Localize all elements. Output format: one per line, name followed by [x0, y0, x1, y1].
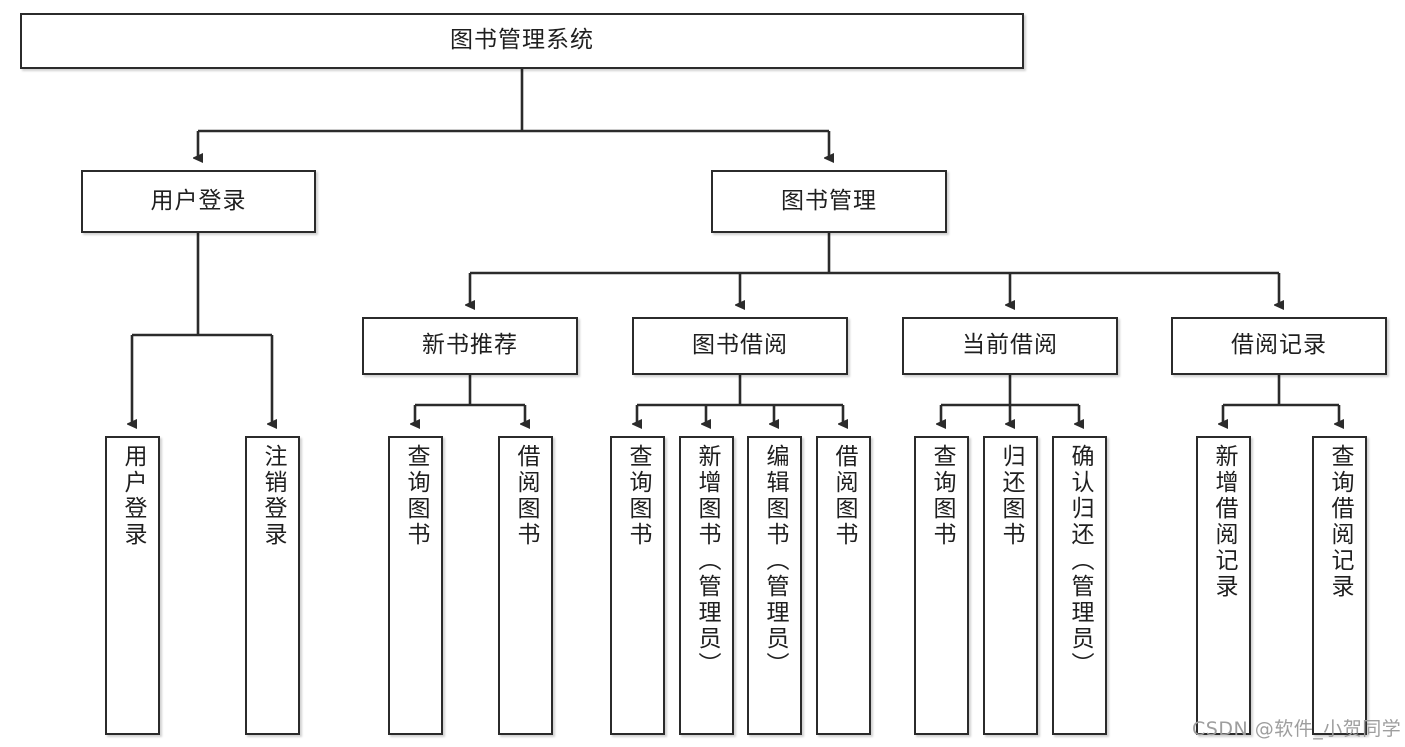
leaf-borrow-edit-book-admin[interactable]: 编辑图书（管理员） [747, 436, 802, 735]
leaf-current-confirm-return-admin[interactable]: 确认归还（管理员） [1052, 436, 1107, 735]
node-label: 借阅记录 [1231, 332, 1327, 359]
node-book-management[interactable]: 图书管理 [711, 170, 947, 233]
node-label: 查询图书 [929, 444, 955, 548]
node-label: 用户登录 [150, 187, 247, 214]
node-label: 新增图书（管理员） [694, 444, 720, 678]
node-label: 图书管理 [781, 187, 877, 214]
node-label: 用户登录 [120, 444, 146, 548]
node-label: 当前借阅 [962, 332, 1058, 359]
leaf-user-login-signin[interactable]: 用户登录 [105, 436, 160, 735]
node-label: 借阅图书 [831, 444, 857, 548]
leaf-record-query-record[interactable]: 查询借阅记录 [1312, 436, 1367, 735]
node-root-system[interactable]: 图书管理系统 [20, 13, 1024, 69]
leaf-user-login-signout[interactable]: 注销登录 [245, 436, 300, 735]
node-book-borrow[interactable]: 图书借阅 [632, 317, 848, 375]
leaf-borrow-query-book[interactable]: 查询图书 [610, 436, 665, 735]
node-label: 图书借阅 [692, 332, 788, 359]
node-label: 确认归还（管理员） [1067, 444, 1093, 678]
node-label: 借阅图书 [513, 444, 539, 548]
node-label: 查询图书 [403, 444, 429, 548]
leaf-borrow-borrow-book[interactable]: 借阅图书 [816, 436, 871, 735]
node-current-borrow[interactable]: 当前借阅 [902, 317, 1118, 375]
node-borrow-record[interactable]: 借阅记录 [1171, 317, 1387, 375]
node-user-login[interactable]: 用户登录 [81, 170, 316, 233]
node-label: 图书管理系统 [450, 27, 594, 54]
node-label: 注销登录 [260, 444, 286, 548]
node-label: 编辑图书（管理员） [762, 444, 788, 678]
leaf-borrow-add-book-admin[interactable]: 新增图书（管理员） [679, 436, 734, 735]
leaf-recommend-borrow-book[interactable]: 借阅图书 [498, 436, 553, 735]
node-label: 查询图书 [625, 444, 651, 548]
leaf-current-return-book[interactable]: 归还图书 [983, 436, 1038, 735]
node-label: 新增借阅记录 [1211, 444, 1237, 600]
node-label: 归还图书 [998, 444, 1024, 548]
node-new-book-recommend[interactable]: 新书推荐 [362, 317, 578, 375]
node-label: 新书推荐 [422, 332, 518, 359]
node-label: 查询借阅记录 [1327, 444, 1353, 600]
csdn-watermark: CSDN @软件_小贺同学 [1192, 718, 1402, 740]
leaf-record-add-record[interactable]: 新增借阅记录 [1196, 436, 1251, 735]
leaf-current-query-book[interactable]: 查询图书 [914, 436, 969, 735]
leaf-recommend-query-book[interactable]: 查询图书 [388, 436, 443, 735]
